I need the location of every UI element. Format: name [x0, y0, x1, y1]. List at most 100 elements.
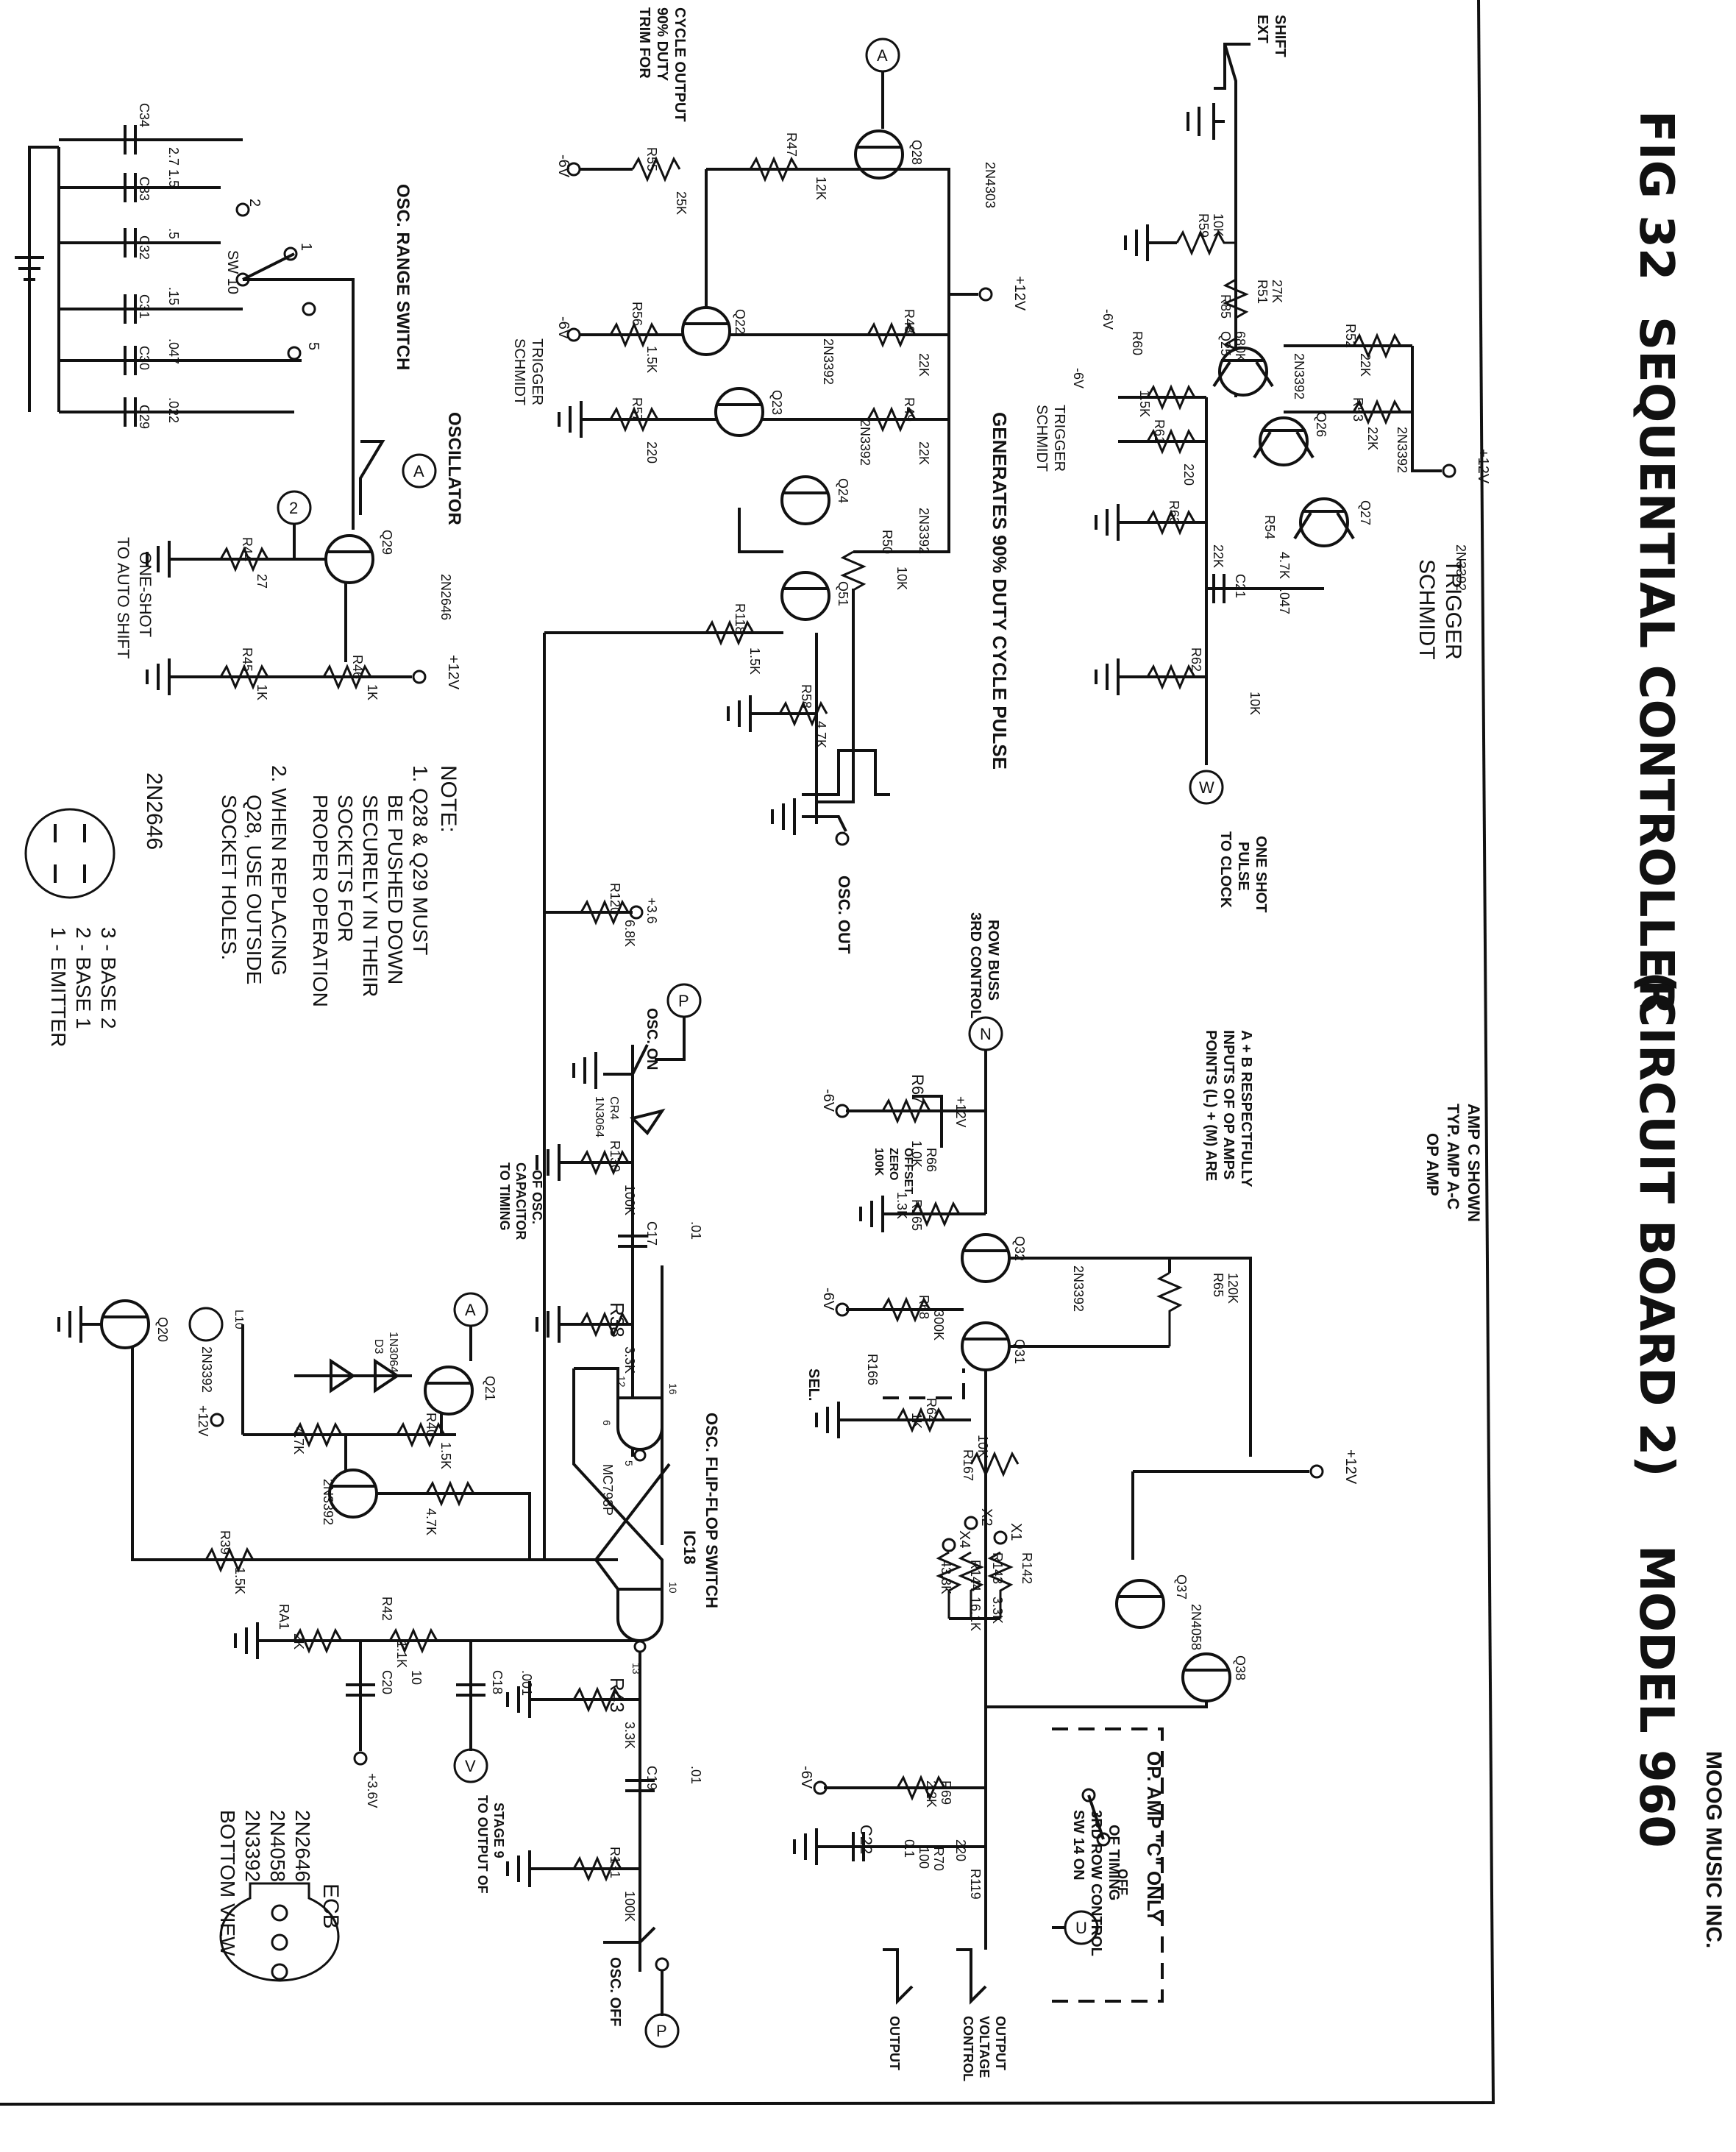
r55-value: 25K — [674, 191, 689, 215]
rail-plus12-3: +12V — [445, 655, 461, 690]
rail-plus12-4: +12V — [1342, 1449, 1359, 1485]
rq20b-value: 4.7K — [424, 1508, 438, 1535]
zero-offset-line-2: ZERO — [887, 1148, 900, 1180]
q23-part: 2N3392 — [858, 419, 872, 466]
notes-heading: NOTE: — [436, 765, 460, 833]
rail-minus6-4: -6V — [1071, 368, 1086, 388]
r67-label: R67 — [908, 1074, 927, 1104]
bottom-view-label: BOTTOM VIEW — [216, 1810, 239, 1956]
qmid-part: 2N3392 — [321, 1479, 335, 1525]
title-name: SEQUENTIAL CONTROLLER — [1629, 316, 1683, 1015]
q29-label: Q29 — [380, 530, 394, 555]
rail-minus6-7: -6V — [798, 1766, 814, 1789]
r42-label: R42 — [380, 1597, 394, 1621]
to-timing-line-1: TO TIMING — [497, 1162, 512, 1231]
q28-part: 2N4303 — [983, 162, 997, 208]
q24-label: Q24 — [836, 478, 850, 503]
q21-label: Q21 — [483, 1376, 497, 1401]
r57-label: R57 — [630, 397, 644, 422]
d3-label: D3 — [372, 1339, 385, 1354]
r52-label: R52 — [1343, 324, 1358, 348]
ic-pin-6: 6 — [601, 1420, 613, 1426]
ground-symbol — [859, 1196, 884, 1232]
r46-value: 1K — [365, 684, 380, 700]
trim-line-2: 90% DUTY — [654, 7, 670, 82]
duty-cycle-block — [543, 38, 993, 1560]
sw14-line-3: OF TIMING — [1106, 1825, 1122, 1900]
to-timing-line-2: CAPACITOR — [513, 1162, 528, 1240]
c22-label: C22 — [857, 1825, 875, 1854]
schmidt-mid-line-2: TRIGGER — [1051, 405, 1067, 472]
rail-minus6-1: -6V — [555, 155, 572, 178]
title-model: MODEL 960 — [1629, 1545, 1683, 1848]
r60-value: 1.5K — [1137, 390, 1152, 417]
c32-label: C32 — [137, 235, 152, 260]
q20-label: Q20 — [155, 1317, 170, 1342]
r54-label: R54 — [1262, 515, 1277, 539]
r167-value: 10K — [975, 1435, 990, 1458]
r142-label: R142 — [1020, 1552, 1034, 1584]
rail-plus12-6: +12V — [196, 1405, 210, 1437]
connector-v: V — [465, 1757, 476, 1775]
q32-label: Q32 — [1012, 1236, 1027, 1261]
cv-output-line-3: OUTPUT — [993, 2016, 1008, 2070]
page-border — [0, 0, 1495, 2106]
connector-w: W — [1199, 778, 1214, 797]
to-clock-line-1: TO CLOCK — [1217, 831, 1234, 909]
l10-label: L10 — [232, 1310, 245, 1329]
connector-a-top: A — [877, 46, 888, 65]
note-1-line-3: SECURELY IN THEIR — [359, 795, 382, 997]
ecb-part-1: 2N3392 — [241, 1810, 264, 1882]
sw10-label: SW 10 — [224, 250, 241, 294]
title-board: (CIRCUIT BOARD 2) — [1629, 971, 1683, 1477]
c31-label: C31 — [137, 294, 152, 319]
c20-value: 10 — [409, 1670, 424, 1685]
sw14-line-1: SW 14 ON — [1070, 1810, 1086, 1881]
r85-label: R85 — [1218, 294, 1233, 319]
r120-label: R120 — [608, 883, 622, 915]
rail-plus36v: +3.6V — [365, 1773, 380, 1808]
cr4-part: 1N3064 — [593, 1096, 605, 1137]
to-clock-line-2: PULSE — [1235, 842, 1251, 891]
r65-label: R65 — [1211, 1273, 1225, 1297]
ground-symbol — [1095, 504, 1120, 541]
ground-symbol — [1124, 224, 1149, 261]
r40-label: R40 — [424, 1413, 438, 1437]
ground-symbol — [146, 658, 171, 695]
ic18-label: IC18 — [680, 1530, 699, 1564]
q32-part: 2N3392 — [1071, 1265, 1086, 1312]
note-1-line-2: BE PUSHED DOWN — [384, 795, 407, 984]
ground-symbol — [146, 541, 171, 578]
ground-symbol — [815, 1402, 840, 1438]
oscillator-label: OSCILLATOR — [444, 412, 464, 525]
r49-label: R49 — [902, 397, 917, 422]
to-clock-line-3: ONE SHOT — [1253, 836, 1269, 912]
r70-label: R70 — [931, 1847, 946, 1871]
points-note-line-1: POINTS (L) + (M) ARE — [1203, 1030, 1219, 1181]
schmidt-left-line-1: SCHMIDT — [511, 338, 527, 405]
c29-label: C29 — [137, 405, 152, 429]
ic-pin-13: 13 — [630, 1663, 642, 1675]
rq20a-value: 4.7K — [291, 1427, 306, 1455]
q26-part: 2N3392 — [1395, 427, 1409, 473]
r58-value: 4.7K — [814, 721, 828, 748]
pinout-2n2646 — [24, 808, 115, 899]
to-auto-shift-line-1: TO AUTO SHIFT — [114, 537, 132, 658]
q24-part: 2N3392 — [917, 508, 931, 554]
ra1-label: RA1 — [277, 1604, 291, 1630]
third-row-bus-line-1: 3RD CONTROL — [967, 912, 983, 1018]
r42-value: 1.1K — [394, 1641, 409, 1668]
osc-out-label: OSC. OUT — [835, 876, 853, 954]
q31-label: Q31 — [1012, 1339, 1027, 1364]
trim-line-1: TRIM FOR — [636, 7, 652, 79]
schmidt-left-line-2: TRIGGER — [529, 338, 545, 405]
ext-shift-line-1: EXT — [1254, 15, 1270, 43]
r58-label: R58 — [799, 684, 814, 709]
c17-value: .01 — [689, 1221, 703, 1240]
r118-value: 1.5K — [747, 647, 762, 675]
r46-label: R46 — [350, 655, 365, 679]
ecb-label: ECB — [319, 1883, 343, 1929]
r39-label: R39 — [218, 1530, 232, 1555]
r52-value: 22K — [1358, 353, 1373, 377]
